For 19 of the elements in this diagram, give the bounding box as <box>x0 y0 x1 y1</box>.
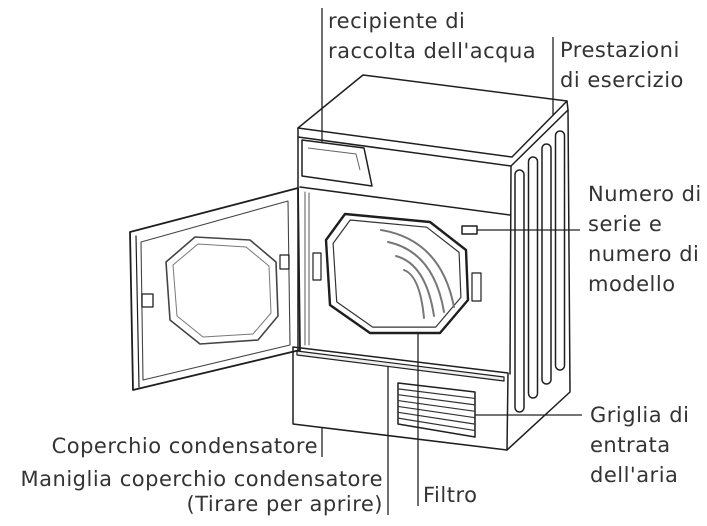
leader-line <box>475 414 582 416</box>
leader-line <box>321 8 323 143</box>
leader-line <box>387 366 389 515</box>
part-label: Numero di serie e numero di modello <box>580 179 706 299</box>
air-inlet-grille <box>397 382 476 438</box>
rating-plate <box>461 225 478 235</box>
part-label: Maniglia coperchio condensatore (Tirare per aprire) <box>8 467 388 517</box>
leader-line <box>552 37 554 116</box>
part-label: recipiente di raccolta dell'acqua <box>322 6 548 66</box>
part-label: Griglia di entrata dell'aria <box>582 400 700 490</box>
cover-handle <box>296 350 505 382</box>
leader-line <box>417 333 419 506</box>
part-label: Filtro <box>418 480 488 510</box>
leader-line <box>477 229 580 231</box>
part-label: Prestazioni di esercizio <box>553 35 692 95</box>
part-label: Coperchio condensatore <box>30 431 322 461</box>
drum-opening <box>324 212 470 334</box>
leader-line <box>321 428 323 457</box>
water-container <box>301 139 373 187</box>
